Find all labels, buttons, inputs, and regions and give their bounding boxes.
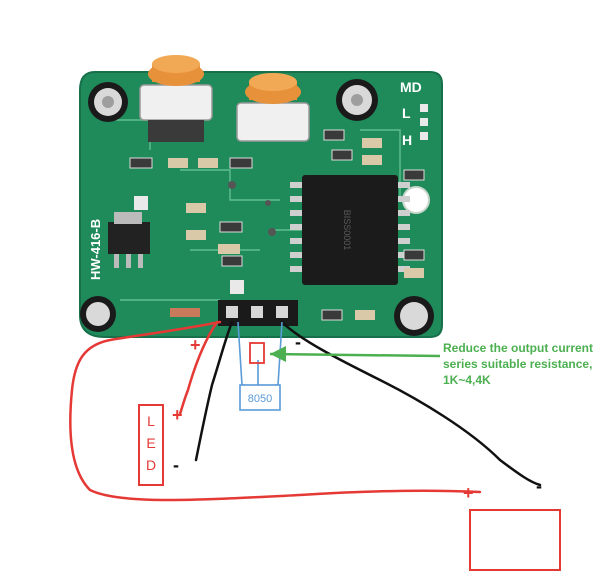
- transistor-8050: 8050: [237, 321, 283, 411]
- capacitor-bottom-right: [394, 296, 434, 336]
- capacitor-top-right: [336, 79, 378, 121]
- header-pins: [218, 300, 298, 326]
- led-letter-3: D: [146, 457, 156, 473]
- wire-positive-to-led: [178, 320, 219, 416]
- voltage-regulator: [108, 212, 150, 268]
- minus-sign-led: -: [173, 455, 179, 475]
- transistor-label: 8050: [248, 393, 272, 405]
- plus-sign-led: +: [172, 405, 183, 425]
- jumper-label-l: L: [402, 105, 411, 121]
- wire-negative-to-led: [194, 320, 234, 462]
- led-letter-2: E: [146, 435, 155, 451]
- resistance-note: Reduce the output current series suitabl…: [443, 341, 593, 387]
- wire-negative-to-load: [280, 320, 542, 487]
- board-model-label: HW-416-B: [88, 219, 103, 280]
- chip-marking: BISS0001: [342, 210, 352, 251]
- jumper-label-md: MD: [400, 79, 422, 95]
- wire-positive-to-load: [69, 320, 482, 502]
- potentiometer-left: [139, 55, 213, 142]
- series-resistor: [249, 342, 265, 364]
- led-letter-1: L: [147, 413, 155, 429]
- potentiometer-right: [236, 73, 310, 142]
- minus-sign-load: -: [536, 476, 542, 496]
- wiring: [69, 320, 542, 502]
- note-line-1: Reduce the output current: [443, 341, 593, 355]
- plus-sign-pin: +: [190, 335, 201, 355]
- pir-sensor-board: BISS0001: [79, 55, 443, 338]
- led-symbol: L E D: [138, 404, 164, 486]
- jumper-pads: [420, 104, 428, 140]
- smd-components: [129, 129, 425, 321]
- note-line-2: series suitable resistance,: [443, 357, 592, 371]
- note-line-3: 1K~4,4K: [443, 373, 491, 387]
- capacitor-bottom-left: [80, 296, 116, 332]
- plus-sign-load: +: [463, 483, 474, 503]
- jumper-label-h: H: [402, 132, 412, 148]
- capacitor-left: [88, 82, 128, 122]
- load-box: [469, 509, 561, 571]
- annotation-arrow: [269, 346, 441, 362]
- ic-chip: BISS0001: [290, 175, 410, 285]
- minus-sign-pin: -: [295, 332, 301, 352]
